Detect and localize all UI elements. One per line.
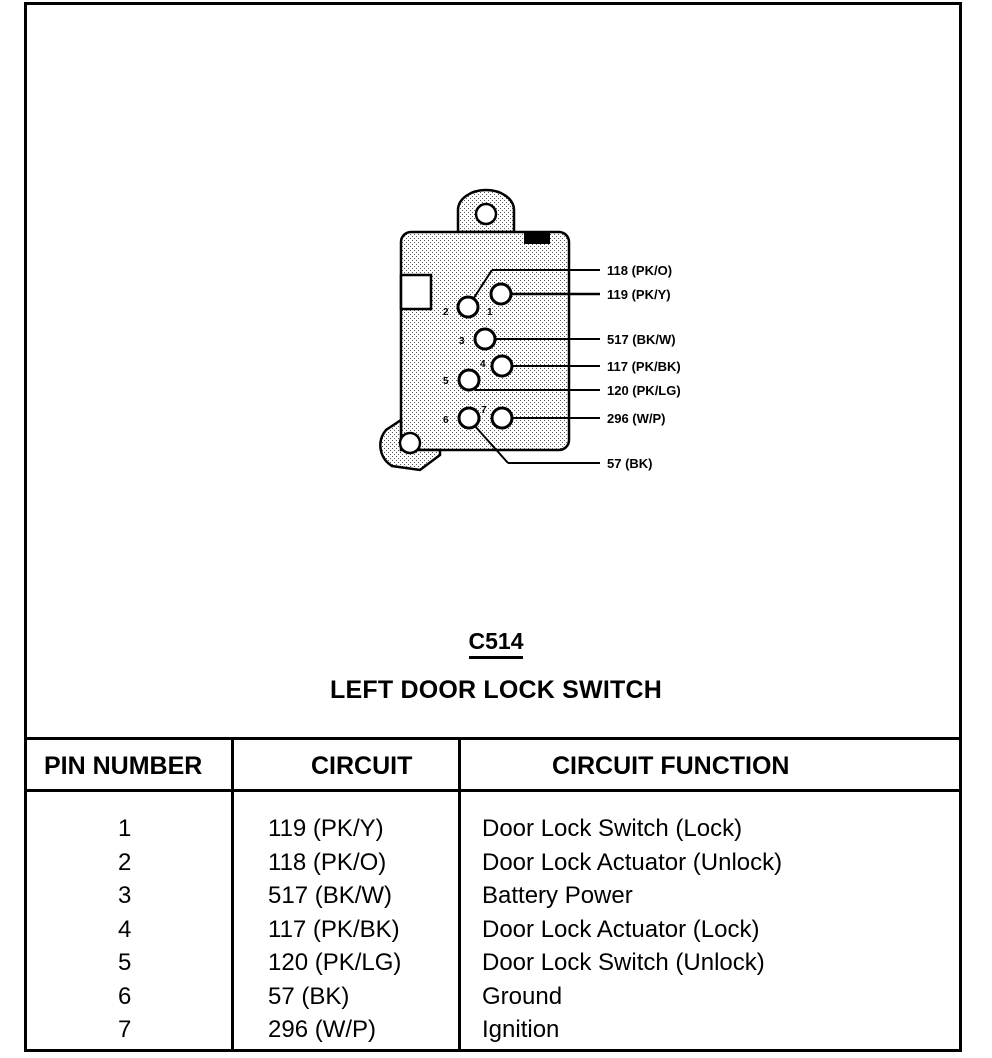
connector-id: C514	[0, 628, 992, 659]
pin-1	[489, 282, 513, 306]
top-mount-hole	[474, 202, 498, 226]
table-cell: 2	[118, 848, 132, 876]
table-cell: 3	[118, 882, 132, 909]
connector-housing	[379, 188, 571, 472]
table-cell: Battery Power	[482, 882, 633, 909]
wire-labels: 118 (PK/O) 119 (PK/Y) 517 (BK/W) 117 (PK…	[607, 263, 681, 471]
table-cell: 120 (PK/LG)	[268, 949, 402, 976]
pin-label: 5	[443, 376, 449, 387]
wire-label-120: 120 (PK/LG)	[607, 383, 681, 398]
table-cell: Ground	[482, 982, 563, 1010]
header-circuit: CIRCUIT	[311, 752, 413, 780]
column-divider	[458, 792, 461, 1052]
wire-label-517: 517 (BK/W)	[607, 332, 676, 347]
circuit-column: 119 (PK/Y) 118 (PK/O) 517 (BK/W) 117 (PK…	[268, 812, 401, 1047]
table-cell: 6	[118, 982, 132, 1010]
table-cell: 117 (PK/BK)	[268, 915, 400, 943]
pin-label: 1	[487, 307, 493, 318]
table-cell: 296 (W/P)	[268, 1016, 377, 1043]
table-cell: 118 (PK/O)	[268, 848, 387, 876]
wire-label-117: 117 (PK/BK)	[607, 359, 681, 374]
table-cell: 4	[118, 915, 132, 943]
table-cell: 119 (PK/Y)	[268, 815, 384, 842]
pin-5	[457, 368, 481, 392]
column-divider	[231, 740, 234, 792]
circuit-function-column: Door Lock Switch (Lock) Door Lock Actuat…	[482, 812, 782, 1047]
pin-label: 6	[443, 415, 449, 426]
pin-label: 2	[443, 307, 449, 318]
pin-label: 4	[480, 359, 486, 370]
table-cell: Door Lock Actuator (Unlock)	[482, 848, 783, 876]
wire-label-119: 119 (PK/Y)	[607, 287, 671, 302]
bottom-mount-hole	[398, 431, 422, 455]
latch-tab	[524, 232, 550, 244]
column-divider	[458, 740, 461, 792]
pin-3	[473, 327, 497, 351]
table-cell: Ignition	[482, 1016, 560, 1043]
header-circuit-function: CIRCUIT FUNCTION	[552, 752, 790, 780]
pin-6	[457, 406, 481, 430]
table-cell: Door Lock Actuator (Lock)	[482, 915, 760, 943]
table-cell: 1	[118, 815, 132, 842]
table-cell: 5	[118, 949, 132, 976]
pin-cavities	[456, 282, 514, 430]
header-pin-number: PIN NUMBER	[44, 752, 203, 780]
diagram-frame	[24, 2, 962, 1052]
pin-2	[456, 295, 480, 319]
wire-label-118: 118 (PK/O)	[607, 263, 672, 278]
pin-7	[490, 406, 514, 430]
keying-notch	[399, 273, 433, 311]
table-cell: Door Lock Switch (Unlock)	[482, 949, 765, 976]
pin-label: 7	[481, 405, 487, 416]
connector-diagram: 1 2 3 4 5 6 7 118 (PK/O) 119 (PK/Y) 517 …	[379, 188, 681, 472]
table-cell: 57 (BK)	[268, 982, 350, 1010]
pin-4	[490, 354, 514, 378]
table-cell: 7	[118, 1016, 132, 1043]
pin-table: PIN NUMBER CIRCUIT CIRCUIT FUNCTION 1 2 …	[24, 737, 962, 1052]
column-divider	[231, 792, 234, 1052]
pin-number-column: 1 2 3 4 5 6 7	[118, 812, 131, 1047]
wire-label-57: 57 (BK)	[607, 456, 653, 471]
component-name: LEFT DOOR LOCK SWITCH	[330, 676, 662, 704]
table-cell: 517 (BK/W)	[268, 882, 393, 909]
pin-number-labels: 1 2 3 4 5 6 7	[443, 307, 493, 426]
table-cell: Door Lock Switch (Lock)	[482, 815, 743, 842]
pin-label: 3	[459, 336, 465, 347]
wire-label-296: 296 (W/P)	[607, 411, 666, 426]
header-rule	[24, 789, 962, 792]
